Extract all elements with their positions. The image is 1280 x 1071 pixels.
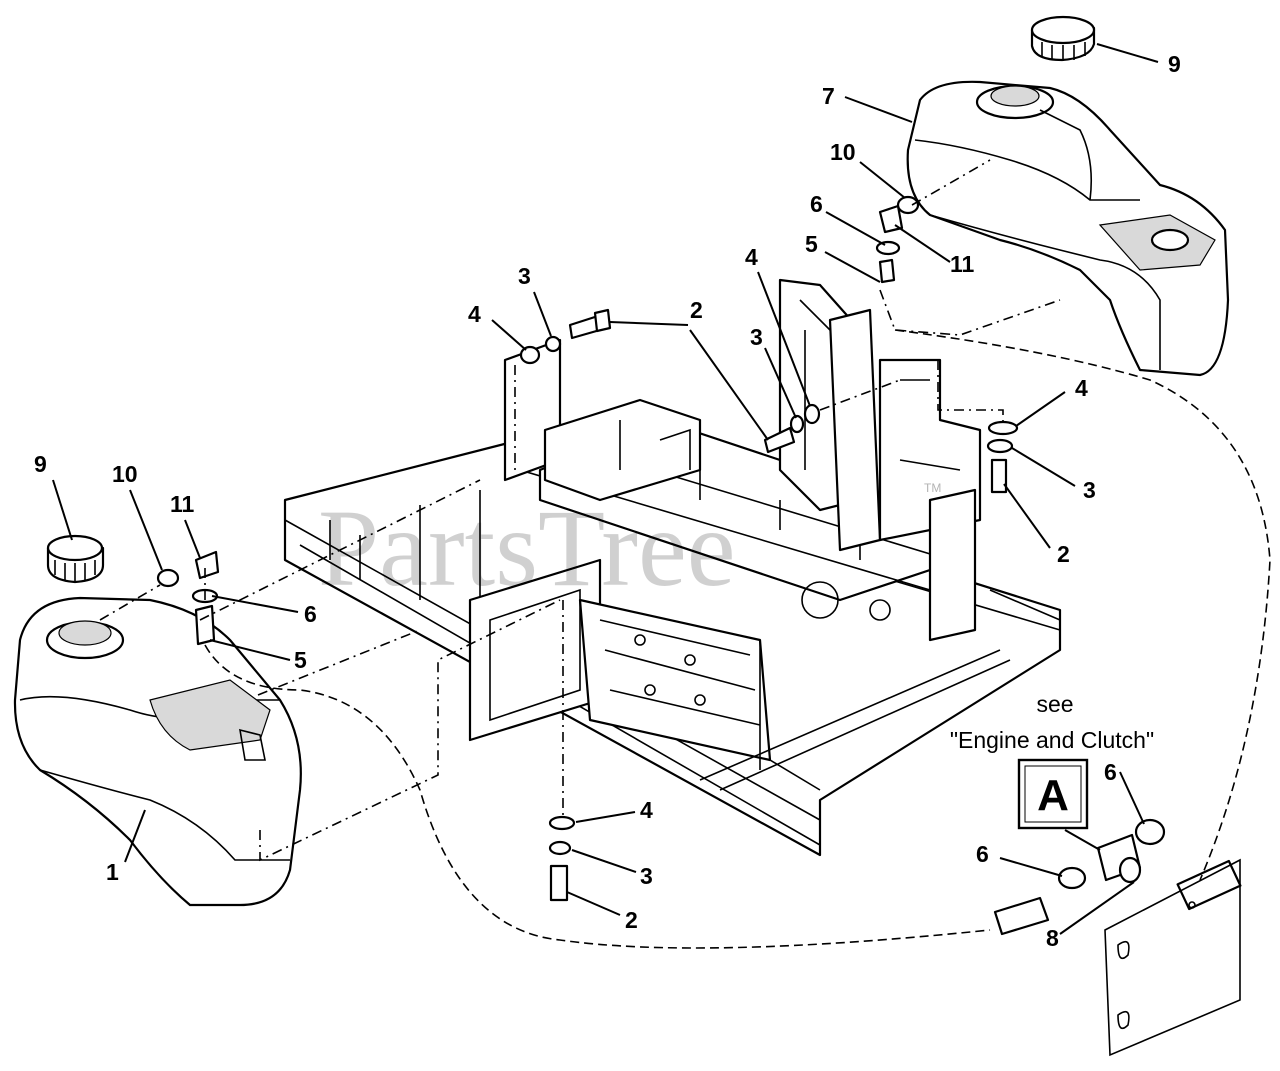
reference-box-letter: A — [1037, 771, 1069, 820]
left-fittings — [156, 550, 220, 646]
bottom-bolt — [549, 864, 569, 902]
reference-note-line1: see — [1036, 691, 1073, 717]
reference-note-line2: "Engine and Clutch" — [950, 727, 1154, 753]
callout-valve-clamp-upper: 6 — [1104, 759, 1117, 785]
callout-right-bolt: 2 — [1057, 541, 1070, 567]
right-fuel-hose — [878, 258, 896, 284]
callout-right-lockwasher: 4 — [1075, 375, 1088, 401]
left-fuel-cap — [46, 534, 105, 584]
top-flat-washer — [544, 335, 562, 353]
callout-left-hose: 5 — [294, 647, 307, 673]
callout-right-cap: 9 — [1168, 51, 1181, 77]
callout-right-clamp: 6 — [810, 191, 823, 217]
right-hose-clamp — [875, 240, 901, 256]
reference-box-a: A — [1017, 758, 1101, 851]
watermark-trademark: TM — [924, 481, 941, 495]
callout-top-lockwasher: 4 — [468, 301, 481, 327]
callout-top-bolts: 2 — [690, 297, 703, 323]
right-fittings — [875, 195, 920, 284]
valve-hose-clamp-lower — [1057, 866, 1087, 890]
left-grommet — [156, 568, 180, 588]
callout-top-washer: 3 — [518, 263, 531, 289]
callout-left-elbow: 11 — [170, 491, 195, 517]
callout-bottom-bolt: 2 — [625, 907, 638, 933]
bottom-lock-washer — [548, 815, 576, 831]
right-grommet — [896, 195, 920, 215]
chassis-frame — [283, 278, 1062, 857]
right-fuel-tank — [906, 80, 1230, 377]
callout-shutoff-valve: 8 — [1046, 925, 1059, 951]
callout-right-washer: 3 — [1083, 477, 1096, 503]
shutoff-valve-assembly — [993, 818, 1242, 1057]
left-fuel-hose — [194, 604, 216, 646]
callout-mid-washer: 3 — [750, 324, 763, 350]
left-fuel-tank — [13, 596, 302, 907]
callout-right-elbow: 11 — [950, 251, 975, 277]
right-flat-washer — [986, 438, 1014, 454]
leader-lines — [52, 43, 1159, 935]
mid-bolt — [763, 426, 796, 454]
callout-bottom-washer: 3 — [640, 863, 653, 889]
left-supply-hose — [993, 896, 1050, 936]
frame-bracket-mid — [543, 398, 702, 502]
frame-lever — [828, 308, 882, 552]
top-lock-washer — [519, 345, 541, 365]
right-lock-washer — [987, 420, 1019, 436]
bottom-flat-washer — [548, 840, 572, 856]
frame-upright-right — [928, 488, 977, 642]
left-elbow-fitting — [194, 550, 220, 580]
callout-left-tank: 1 — [106, 859, 119, 885]
valve-mounting-plate — [1104, 858, 1241, 1057]
mid-flat-washer — [789, 414, 805, 434]
watermark-text: PartsTree — [318, 487, 736, 609]
callout-right-grommet: 10 — [830, 139, 856, 165]
callout-numbers: 1 9 10 11 6 5 7 9 10 6 11 5 2 3 4 3 4 4 … — [34, 51, 1181, 951]
callout-bottom-lockwasher: 4 — [640, 797, 653, 823]
right-fuel-cap — [1030, 15, 1096, 62]
hardware — [519, 308, 1019, 902]
callout-left-cap: 9 — [34, 451, 47, 477]
callout-right-tank: 7 — [822, 83, 835, 109]
callout-mid-lockwasher: 4 — [745, 244, 758, 270]
callout-valve-clamp-lower: 6 — [976, 841, 989, 867]
assembly-lines — [99, 159, 1271, 949]
right-supply-hose — [1176, 859, 1242, 911]
valve-hose-clamp-upper — [1134, 818, 1166, 846]
callout-left-grommet: 10 — [112, 461, 138, 487]
callout-left-clamp: 6 — [304, 601, 317, 627]
callout-right-hose: 5 — [805, 231, 818, 257]
mid-lock-washer — [803, 403, 821, 425]
right-bolt — [990, 458, 1008, 494]
